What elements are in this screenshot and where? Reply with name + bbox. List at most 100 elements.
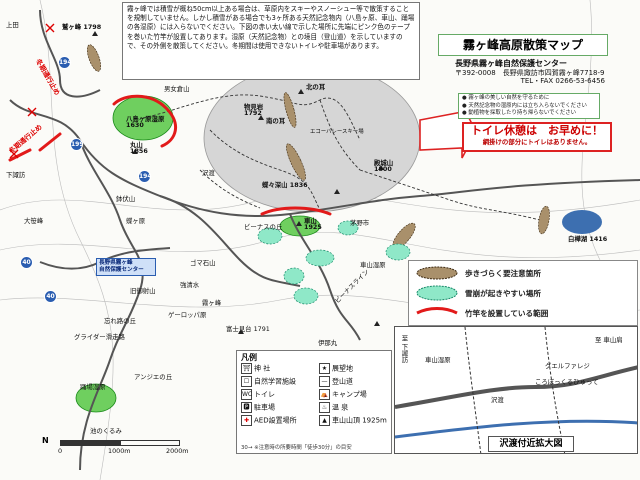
inset-title: 沢渡付近拡大図 [488,436,574,452]
peak-label: ゲーロッパ原 [168,311,207,319]
place-label: 茅野市 [350,219,370,227]
legend-hazard-label: 歩きづらく要注意箇所 [465,269,541,278]
north-arrow: N [42,436,49,445]
peak-label: 北の耳 [306,83,326,91]
place-label: アンジエの丘 [134,373,173,381]
legend-hazard-label: 竹竿を設置している範囲 [465,309,549,318]
route-sign: 40 [20,256,33,269]
scale-bar-fill [61,441,121,445]
map-title: 霧ヶ峰高原散策マップ [438,34,608,56]
legend-hazard-label: 雪崩が起きやすい場所 [465,289,541,298]
inset-trail [544,327,566,453]
inset-label: 沢渡 [491,396,504,404]
peak-label: 池のくるみ [90,427,122,435]
peak-label: ビーナスの丘 [244,223,283,231]
inset-canvas [395,327,637,453]
hot-spring-icon: ♨ [319,402,330,413]
peak-label: 男女倉山 [164,85,190,93]
nature-facility-icon: ☐ [241,376,252,387]
peak-label: 白樺湖 1416 [568,235,608,243]
legend-hazards: 歩きづらく要注意箇所 雪崩が起きやすい場所 竹竿を設置している範囲 [408,260,638,326]
trail-icon: — [319,376,330,387]
peak-label: 南の耳 [266,117,286,125]
toilet-notice-main: トイレ休憩は お早めに！ [471,124,603,137]
peak-label: 忘れ路の丘 [104,317,136,325]
peak-label: 蝶々深山 1836 [262,181,308,189]
difficult-swatch [416,266,458,280]
route-sign: 194 [138,170,152,183]
place-label: 上田 [6,21,19,29]
toilet-notice: トイレ休憩は お早めに！ 網掛けの部分にトイレはありません。 [462,122,612,152]
peak-markers [92,31,384,334]
toilet-notice-sub: 網掛けの部分にトイレはありません。 [482,138,592,146]
parking-icon: 🅿 [241,402,252,413]
legend-item: ★展望地 [319,363,353,374]
ski-area-label: エコーバレースキー場 [310,129,364,135]
center-phone: TEL・FAX 0266-53-6456 [520,77,605,86]
summit-icon: ▲ [319,415,330,426]
center-info: 長野県霧ヶ峰自然保護センター 〒392-0008 長野県諏訪市四賀霧ヶ峰7718… [455,59,605,92]
avalanche-areas [257,220,411,305]
inset-river [395,419,637,439]
peak-label: 旧御射山 [130,287,156,295]
inset-label: 至 車山肩 [595,336,623,344]
inset-label: 至 下諏訪 [400,335,409,363]
peak-label: ゴマ石山 [190,259,216,267]
lake-shirakaba [562,210,602,234]
rules-box: ● 霧ヶ峰の美しい自然を守るために ● 天然記念物の湿原内には立ち入らないでくだ… [458,93,600,119]
legend-item: ▲車山山頂 1925m [319,415,387,426]
center-callout: 長野県霧ヶ峰 自然保護センター [96,258,156,276]
scale-bar [60,440,180,446]
toilet-icon: WC [241,389,253,400]
legend-item: —登山道 [319,376,353,387]
inset-label: 車山湿原 [425,356,451,364]
peak-label: 伊那丸 [318,339,338,347]
place-label: 下諏訪 [6,171,26,179]
rule-item: ● 動植物を採取したり持ち帰らないでください [462,110,577,117]
peak-label: 霧ヶ峰 [202,299,222,307]
peak-label: 鷲ヶ峰 1798 [62,23,102,31]
viewpoint-icon: ★ [319,363,330,374]
callout-line: 自然保護センター [99,267,144,273]
peak-label: 鉢伏山 [116,195,136,203]
shrine-icon: ⛩ [241,363,252,374]
scale-max: 2000m [166,447,189,455]
legend-item: 🅿駐車場 [241,402,275,413]
winter-notice: 霧ヶ峰では積雪が概ね50cm以上ある場合は、草原内をスキーやスノーシュー等で散策… [122,2,420,80]
legend-item: ☐自然学習施設 [241,376,296,387]
inset-map: ころぼっくるひゅって グエルファレジ 沢渡 車山湿原 至 下諏訪 至 車山肩 [394,326,638,454]
legend-item: ⛩神 社 [241,363,271,374]
peak-label: 車山湿原 [360,261,386,269]
peak-label: 蝶ヶ原 [126,217,146,225]
place-label: 沢渡 [202,169,215,177]
rule-item: ● 天然記念物の湿原内には立ち入らないでください [462,102,587,109]
route-sign: 199 [70,138,84,151]
inset-label: グエルファレジ [545,362,590,370]
wetland-odoriba [75,383,117,413]
place-label: 強清水 [180,281,200,289]
peak-label: グライダー滑走路 [74,333,125,341]
inset-label: ころぼっくるひゅって [535,378,599,386]
legend-item: ♨温 泉 [319,402,348,413]
scale-zero: 0 [58,447,63,455]
inset-trail [464,327,482,453]
route-sign: 40 [44,290,57,303]
peak-label: 踊場湿原 [80,383,106,391]
peak-label: 富士見台 1791 [226,325,270,333]
closure-marks [9,23,55,159]
bamboo-pole-lines [8,94,332,216]
center-name: 長野県霧ヶ峰自然保護センター [455,59,567,68]
aed-icon: ✚ [241,415,252,426]
peak-label: 大笹峰 [24,217,44,225]
inset-road [395,365,637,409]
center-address: 〒392-0008 長野県諏訪市四賀霧ヶ峰7718-9 [455,68,605,77]
avalanche-swatch [416,285,458,301]
legend-swatches [416,266,458,315]
